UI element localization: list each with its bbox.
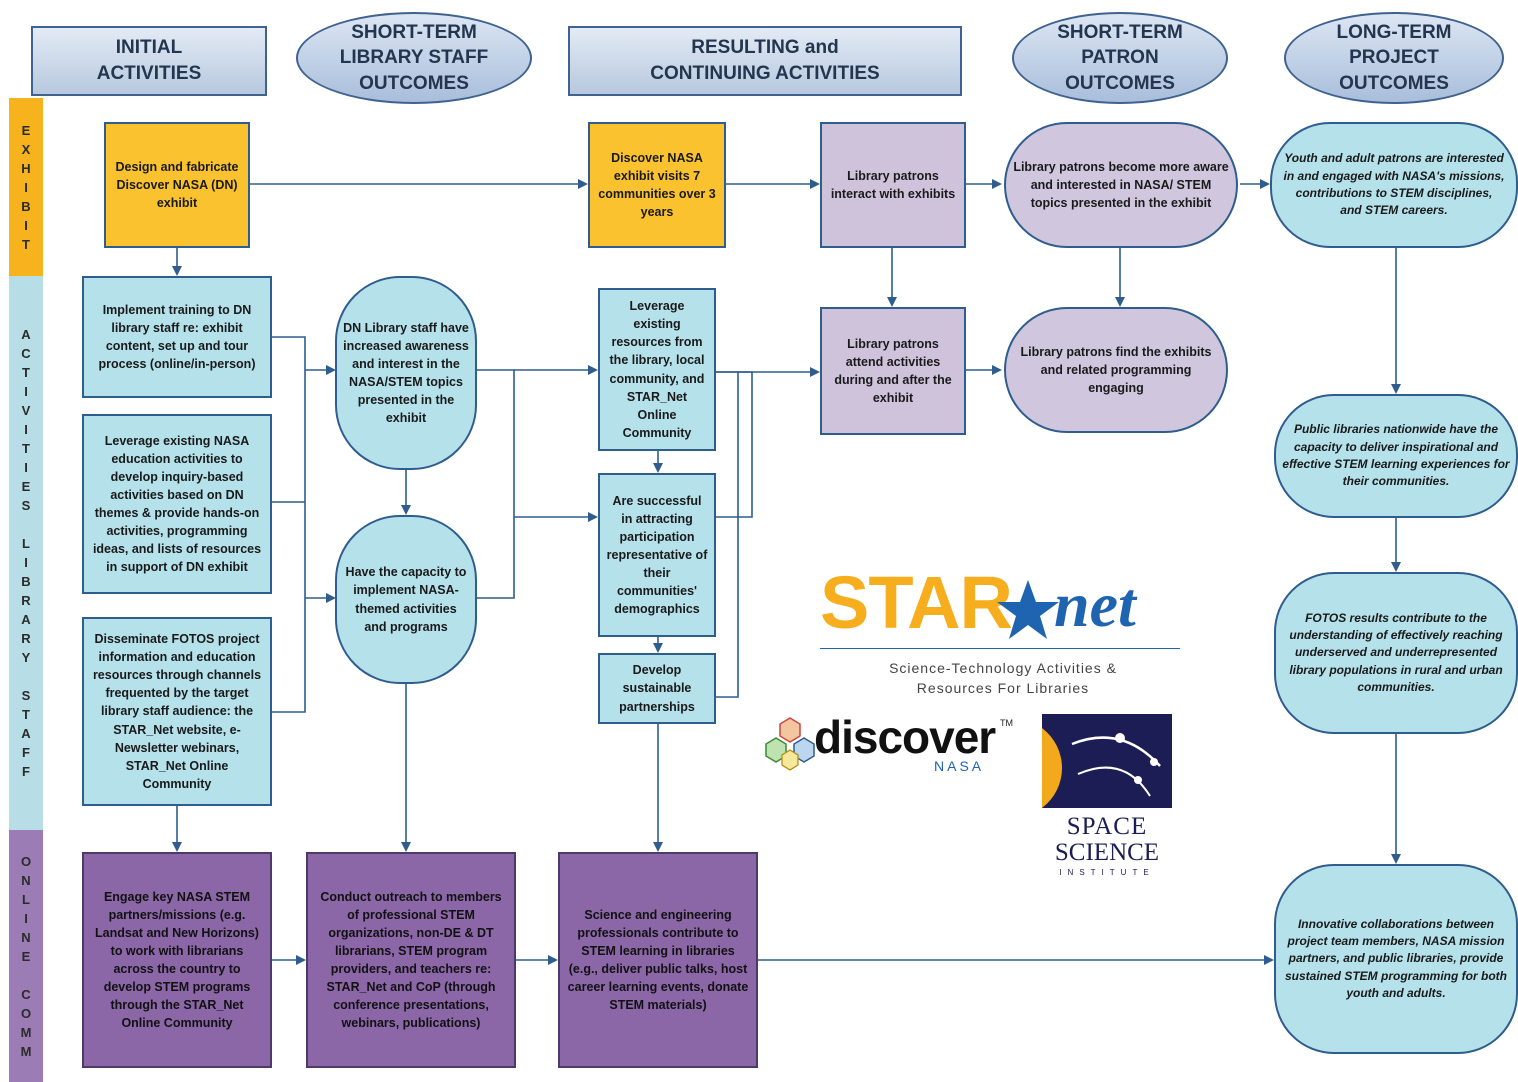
node-exhibit-visits: Discover NASA exhibit visits 7 communiti…: [588, 122, 726, 248]
node-patrons-attend: Library patrons attend activities during…: [820, 307, 966, 435]
header-short-term-patron-outcomes: SHORT-TERM PATRON OUTCOMES: [1012, 12, 1228, 104]
node-science-professionals: Science and engineering professionals co…: [558, 852, 758, 1068]
node-staff-capacity: Have the capacity to implement NASA-them…: [335, 515, 477, 684]
node-patrons-engaging: Library patrons find the exhibits and re…: [1004, 307, 1228, 433]
ssi-logo-line1: SPACE: [1066, 813, 1148, 840]
header-short-term-staff-outcomes: SHORT-TERM LIBRARY STAFF OUTCOMES: [296, 12, 532, 104]
header-long-term-outcomes: LONG-TERM PROJECT OUTCOMES: [1284, 12, 1504, 104]
node-public-libraries-capacity: Public libraries nationwide have the cap…: [1274, 394, 1518, 518]
node-engage-nasa-partners: Engage key NASA STEM partners/missions (…: [82, 852, 272, 1068]
hexagon-molecule-icon: [765, 717, 815, 771]
header-resulting-activities: RESULTING and CONTINUING ACTIVITIES: [568, 26, 962, 96]
star-icon: [997, 580, 1059, 639]
node-design-exhibit: Design and fabricate Discover NASA (DN) …: [104, 122, 250, 248]
node-patrons-aware: Library patrons become more aware and in…: [1004, 122, 1238, 248]
starnet-logo: STAR net Science-Technology Activities &…: [818, 560, 1186, 700]
discover-logo-nasa: NASA: [934, 758, 985, 774]
node-innovative-collaborations: Innovative collaborations between projec…: [1274, 864, 1518, 1054]
discover-nasa-logo: discover TM NASA: [764, 710, 1026, 780]
header-initial-activities: INITIAL ACTIVITIES: [31, 26, 267, 96]
ssi-logo-line3: INSTITUTE: [1059, 868, 1155, 877]
starnet-logo-rule: [820, 648, 1180, 649]
node-leverage-resources: Leverage existing resources from the lib…: [598, 288, 716, 451]
node-fotos-results: FOTOS results contribute to the understa…: [1274, 572, 1518, 734]
node-disseminate-fotos: Disseminate FOTOS project information an…: [82, 617, 272, 806]
wire-initial-collector: [272, 336, 306, 713]
node-youth-engaged: Youth and adult patrons are interested i…: [1270, 122, 1518, 248]
node-staff-awareness: DN Library staff have increased awarenes…: [335, 276, 477, 470]
node-leverage-nasa-activities: Leverage existing NASA education activit…: [82, 414, 272, 594]
ssi-logo-line2: SCIENCE: [1054, 839, 1160, 866]
space-science-institute-logo: SPACE SCIENCE INSTITUTE: [1040, 714, 1174, 886]
discover-logo-trademark: TM: [1000, 718, 1013, 728]
node-develop-partnerships: Develop sustainable partnerships: [598, 653, 716, 724]
node-conduct-outreach: Conduct outreach to members of professio…: [306, 852, 516, 1068]
discover-logo-word: discover: [814, 711, 996, 763]
starnet-logo-net-text: net: [1054, 569, 1136, 640]
node-implement-training: Implement training to DN library staff r…: [82, 276, 272, 398]
starnet-logo-star-text: STAR: [820, 561, 1013, 644]
node-patrons-interact: Library patrons interact with exhibits: [820, 122, 966, 248]
starnet-logo-tagline: Science-Technology Activities & Resource…: [889, 660, 1117, 697]
node-successful-participation: Are successful in attracting participati…: [598, 473, 716, 637]
planet-orbit-icon: [1042, 714, 1172, 808]
